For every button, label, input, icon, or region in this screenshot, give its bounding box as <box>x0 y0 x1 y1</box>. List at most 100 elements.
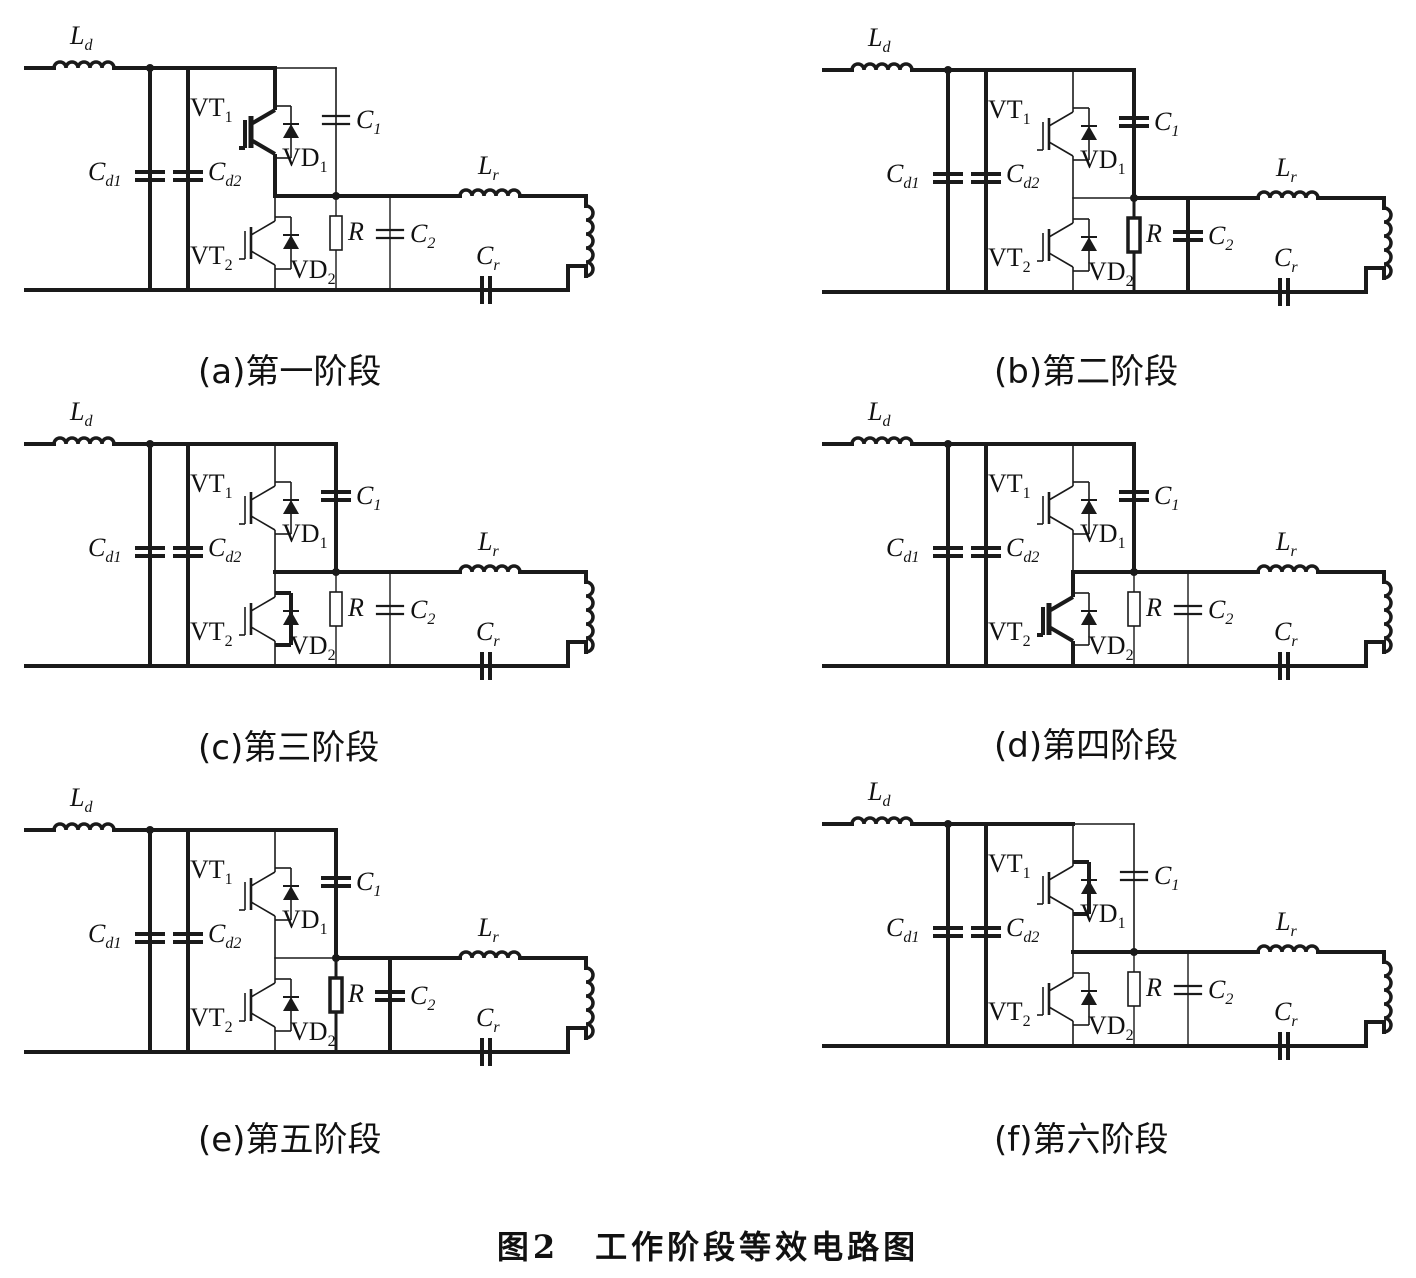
inductor-lr <box>1256 190 1320 200</box>
resistor-r <box>329 591 343 627</box>
label-c1: C1 <box>1154 861 1179 894</box>
label-vd2: VD2 <box>1088 257 1134 290</box>
label-c1: C1 <box>356 481 381 514</box>
label-vt2: VT2 <box>988 243 1031 276</box>
inductor-lr <box>458 188 522 198</box>
label-vd2: VD2 <box>290 255 336 288</box>
igbt-vt1 <box>239 830 299 958</box>
resistor-r <box>1126 216 1142 254</box>
panel-caption-b: (b)第二阶段 <box>994 352 1179 392</box>
label-vd1: VD1 <box>282 519 328 552</box>
label-cd2: Cd2 <box>208 533 241 566</box>
label-r: R <box>1145 593 1162 622</box>
label-ld: Ld <box>867 23 891 56</box>
panel-caption-d: (d)第四阶段 <box>994 726 1179 766</box>
resistor-r <box>328 976 344 1014</box>
label-vd1: VD1 <box>1080 519 1126 552</box>
load-coil <box>584 580 595 654</box>
label-cd1: Cd1 <box>88 157 121 190</box>
label-c2: C2 <box>410 595 435 628</box>
label-r: R <box>1145 973 1162 1002</box>
label-r: R <box>347 979 364 1008</box>
label-lr: Lr <box>477 527 499 560</box>
inductor-ld <box>850 436 914 446</box>
igbt-vt1 <box>1037 444 1097 572</box>
label-lr: Lr <box>1275 527 1297 560</box>
resistor-r <box>329 215 343 251</box>
label-cr: Cr <box>1274 243 1298 276</box>
label-cd1: Cd1 <box>88 919 121 952</box>
inductor-ld <box>850 62 914 72</box>
label-c2: C2 <box>1208 595 1233 628</box>
label-cr: Cr <box>1274 997 1298 1030</box>
label-cd1: Cd1 <box>88 533 121 566</box>
label-lr: Lr <box>477 151 499 184</box>
label-ld: Ld <box>867 397 891 430</box>
label-vd1: VD1 <box>1080 145 1126 178</box>
label-c1: C1 <box>1154 481 1179 514</box>
label-vt1: VT1 <box>190 469 233 502</box>
label-vt2: VT2 <box>988 617 1031 650</box>
label-lr: Lr <box>477 913 499 946</box>
label-vt1: VT1 <box>988 849 1031 882</box>
igbt-vt1 <box>1037 70 1097 198</box>
igbt-vt2 <box>239 572 299 666</box>
label-vd2: VD2 <box>290 631 336 664</box>
label-c1: C1 <box>356 867 381 900</box>
panel-caption-f: (f)第六阶段 <box>994 1120 1169 1160</box>
igbt-vt2 <box>239 196 299 290</box>
inductor-ld <box>850 816 914 826</box>
resistor-r <box>1127 591 1141 627</box>
inductor-ld <box>52 60 116 70</box>
inductor-ld <box>52 822 116 832</box>
label-ld: Ld <box>867 777 891 810</box>
label-cd2: Cd2 <box>1006 159 1039 192</box>
label-cd2: Cd2 <box>208 919 241 952</box>
load-coil <box>1382 206 1393 280</box>
inductor-lr <box>458 564 522 574</box>
igbt-vt2 <box>1037 198 1097 292</box>
label-cr: Cr <box>476 617 500 650</box>
label-vt2: VT2 <box>190 1003 233 1036</box>
label-cd1: Cd1 <box>886 913 919 946</box>
label-ld: Ld <box>69 397 93 430</box>
label-vt2: VT2 <box>190 617 233 650</box>
inductor-ld <box>52 436 116 446</box>
label-c2: C2 <box>410 981 435 1014</box>
label-c1: C1 <box>1154 107 1179 140</box>
panel-caption-e: (e)第五阶段 <box>198 1120 382 1160</box>
panel-caption-c: (c)第三阶段 <box>198 728 380 768</box>
label-vt2: VT2 <box>190 241 233 274</box>
label-vd2: VD2 <box>1088 1011 1134 1044</box>
label-cd1: Cd1 <box>886 533 919 566</box>
label-r: R <box>347 593 364 622</box>
load-coil <box>1382 960 1393 1034</box>
label-r: R <box>347 217 364 246</box>
igbt-vt1 <box>239 444 299 572</box>
label-r: R <box>1145 219 1162 248</box>
igbt-vt2 <box>1037 572 1097 666</box>
label-vd1: VD1 <box>282 143 328 176</box>
label-vd2: VD2 <box>290 1017 336 1050</box>
label-lr: Lr <box>1275 907 1297 940</box>
inductor-lr <box>1256 564 1320 574</box>
label-cd2: Cd2 <box>208 157 241 190</box>
igbt-vt2 <box>1037 952 1097 1046</box>
label-vt1: VT1 <box>190 93 233 126</box>
label-vt1: VT1 <box>988 95 1031 128</box>
panel-caption-a: (a)第一阶段 <box>198 352 382 392</box>
igbt-vt2 <box>239 958 299 1052</box>
label-vt1: VT1 <box>190 855 233 888</box>
load-coil <box>1382 580 1393 654</box>
inductor-lr <box>1256 944 1320 954</box>
